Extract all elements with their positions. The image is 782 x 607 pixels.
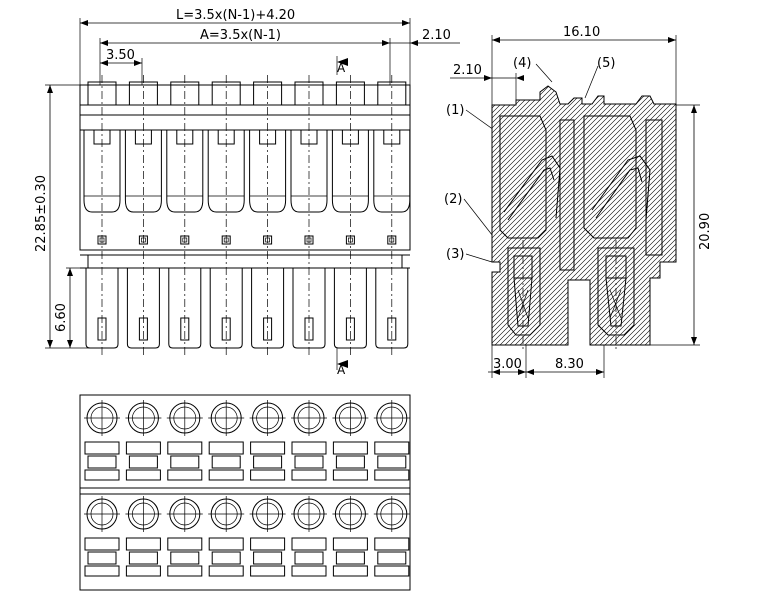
- front-pole: [83, 75, 121, 355]
- dim-side-height: 20.90: [698, 213, 713, 250]
- bottom-pole: [125, 400, 162, 577]
- bottom-pole: [373, 400, 410, 577]
- front-pole: [207, 75, 245, 355]
- dim-side-width: 16.10: [563, 25, 600, 40]
- bottom-pole: [166, 400, 203, 577]
- side-section-view: 16.10 2.10 20.90 3.00 8.30 (1) (2) (3) (…: [444, 25, 713, 378]
- dim-side-offset: 2.10: [453, 63, 482, 78]
- dim-side-bottom-mid: 8.30: [555, 357, 584, 372]
- bottom-view: [79, 394, 411, 591]
- dim-pitch: 3.50: [106, 48, 135, 63]
- bottom-pole: [208, 400, 245, 577]
- callout-3: (3): [446, 247, 464, 262]
- front-pole: [373, 75, 411, 355]
- callout-2: (2): [444, 192, 462, 207]
- section-mark-top: A: [337, 61, 346, 75]
- dim-height-total: 22.85±0.30: [34, 175, 49, 252]
- bottom-pole: [249, 400, 286, 577]
- callout-1: (1): [446, 103, 464, 118]
- front-view: L=3.5x(N-1)+4.20 A=3.5x(N-1) 2.10 3.50 A…: [34, 8, 460, 377]
- bottom-pole: [332, 400, 369, 577]
- callout-4: (4): [513, 56, 531, 71]
- callout-5: (5): [597, 56, 615, 71]
- front-pole: [331, 75, 369, 355]
- dim-height-lower: 6.60: [54, 303, 69, 332]
- front-pole: [166, 75, 204, 355]
- front-pole: [249, 75, 287, 355]
- dim-offset-right: 2.10: [422, 28, 451, 43]
- front-pole: [290, 75, 328, 355]
- dim-overall-length: L=3.5x(N-1)+4.20: [176, 8, 295, 23]
- dim-pitch-span: A=3.5x(N-1): [200, 28, 281, 43]
- section-mark-bottom: A: [337, 363, 346, 377]
- bottom-pole: [291, 400, 327, 577]
- dim-side-bottom-left: 3.00: [493, 357, 522, 372]
- front-pole: [124, 75, 162, 355]
- bottom-pole: [84, 400, 120, 577]
